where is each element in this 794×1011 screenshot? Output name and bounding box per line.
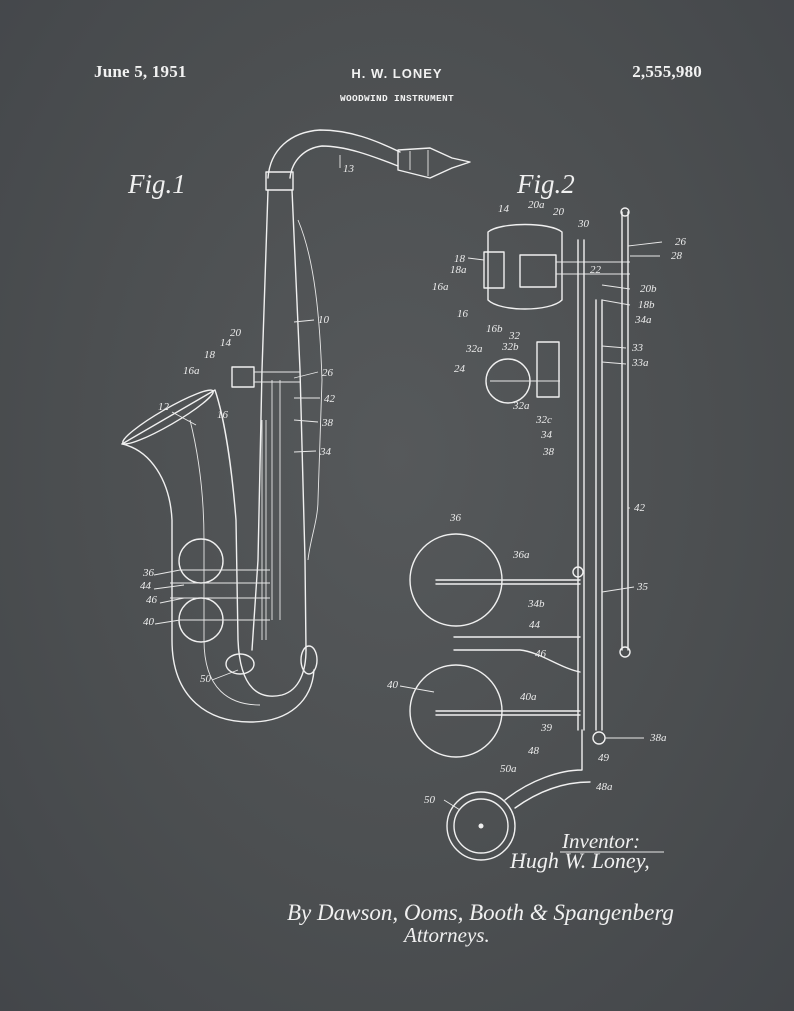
attorneys-signature: By Dawson, Ooms, Booth & Spangenberg xyxy=(287,900,674,925)
body-left-edge xyxy=(251,189,269,651)
reference-numeral: 40 xyxy=(143,616,155,628)
attorneys-caption: Attorneys. xyxy=(402,923,490,947)
reference-numeral: 22 xyxy=(590,264,602,276)
reference-numeral: 14 xyxy=(498,203,510,215)
patent-title: WOODWIND INSTRUMENT xyxy=(339,93,455,104)
reference-numeral: 34 xyxy=(540,429,553,441)
reference-numeral: 30 xyxy=(577,218,590,230)
reference-numeral: 48 xyxy=(528,745,540,757)
fig2-key-mechanism: Fig.2 xyxy=(387,169,687,861)
reference-numeral: 18 xyxy=(204,349,216,361)
clamp-14 xyxy=(487,223,563,310)
fig1-label: Fig.1 xyxy=(127,169,186,199)
reference-numeral: 36a xyxy=(512,549,530,561)
reference-numeral: 33a xyxy=(631,357,649,369)
key-mechanism-14 xyxy=(231,366,255,388)
reference-numeral: 14 xyxy=(220,337,232,349)
neck xyxy=(267,129,401,179)
mouthpiece xyxy=(397,147,471,179)
reference-numeral: 18 xyxy=(454,253,466,265)
reference-numeral: 16a xyxy=(183,365,200,377)
reference-numeral: 36 xyxy=(142,567,155,579)
reference-numeral: 32c xyxy=(535,414,552,426)
reference-numeral: 42 xyxy=(634,502,646,514)
reference-numeral: 32a xyxy=(465,343,483,355)
neck-collar xyxy=(265,171,294,191)
reference-numeral: 46 xyxy=(535,648,547,660)
bell xyxy=(121,389,307,697)
leader-lines xyxy=(153,155,663,811)
reference-numeral: 16a xyxy=(432,281,449,293)
reference-numeral: 49 xyxy=(598,752,610,764)
fig2-label: Fig.2 xyxy=(516,169,575,199)
reference-numeral: 26 xyxy=(675,236,687,248)
reference-numeral: 16b xyxy=(486,323,503,335)
inventor-header: H. W. LONEY xyxy=(351,66,443,81)
patent-number: 2,555,980 xyxy=(632,62,702,81)
reference-numeral: 50a xyxy=(500,763,517,775)
reference-numeral: 39 xyxy=(540,722,553,734)
reference-numeral: 18a xyxy=(450,264,467,276)
reference-numeral: 32a xyxy=(512,400,530,412)
reference-numeral: 33 xyxy=(631,342,644,354)
key-36 xyxy=(178,538,224,584)
reference-numeral: 36 xyxy=(449,512,462,524)
reference-numeral: 38 xyxy=(321,417,334,429)
reference-numeral: 34a xyxy=(634,314,652,326)
reference-numeral: 38 xyxy=(542,446,555,458)
reference-numeral: 26 xyxy=(322,367,334,379)
reference-numeral: 38a xyxy=(649,732,667,744)
reference-numeral: 40a xyxy=(520,691,537,703)
signature-block: Inventor: Hugh W. Loney, By Dawson, Ooms… xyxy=(287,829,674,947)
fig1-saxophone: Fig.1 xyxy=(121,129,471,723)
reference-numeral: 20 xyxy=(553,206,565,218)
reference-numeral: 16 xyxy=(217,409,229,421)
reference-numeral: 48a xyxy=(596,781,613,793)
inventor-caption: Inventor: xyxy=(561,829,640,853)
inventor-signature: Hugh W. Loney, xyxy=(509,848,650,873)
reference-numeral: 35 xyxy=(636,581,649,593)
reference-numeral: 34b xyxy=(527,598,545,610)
reference-numeral: 40 xyxy=(387,679,399,691)
reference-numeral: 20b xyxy=(640,283,657,295)
reference-numeral: 44 xyxy=(140,580,152,592)
reference-numeral: 32 xyxy=(508,330,521,342)
reference-numeral: 18b xyxy=(638,299,655,311)
key-50 xyxy=(446,791,516,861)
reference-numeral: 50 xyxy=(424,794,436,806)
reference-numeral: 20a xyxy=(528,199,545,211)
reference-numeral: 16 xyxy=(457,308,469,320)
patent-date: June 5, 1951 xyxy=(94,62,187,81)
lever-44-46 xyxy=(453,636,581,673)
reference-numeral: 42 xyxy=(324,393,336,405)
reference-numeral: 34 xyxy=(319,446,332,458)
reference-numeral: 10 xyxy=(318,314,330,326)
reference-numeral: 28 xyxy=(671,250,683,262)
reference-numeral: 24 xyxy=(454,363,466,375)
reference-numeral: 50 xyxy=(200,673,212,685)
reference-numeral: 32b xyxy=(501,341,519,353)
reference-numeral: 44 xyxy=(529,619,541,631)
reference-numeral: 12 xyxy=(158,401,170,413)
reference-numeral: 13 xyxy=(343,163,355,175)
reference-numeral: 20 xyxy=(230,327,242,339)
reference-numeral: 46 xyxy=(146,594,158,606)
